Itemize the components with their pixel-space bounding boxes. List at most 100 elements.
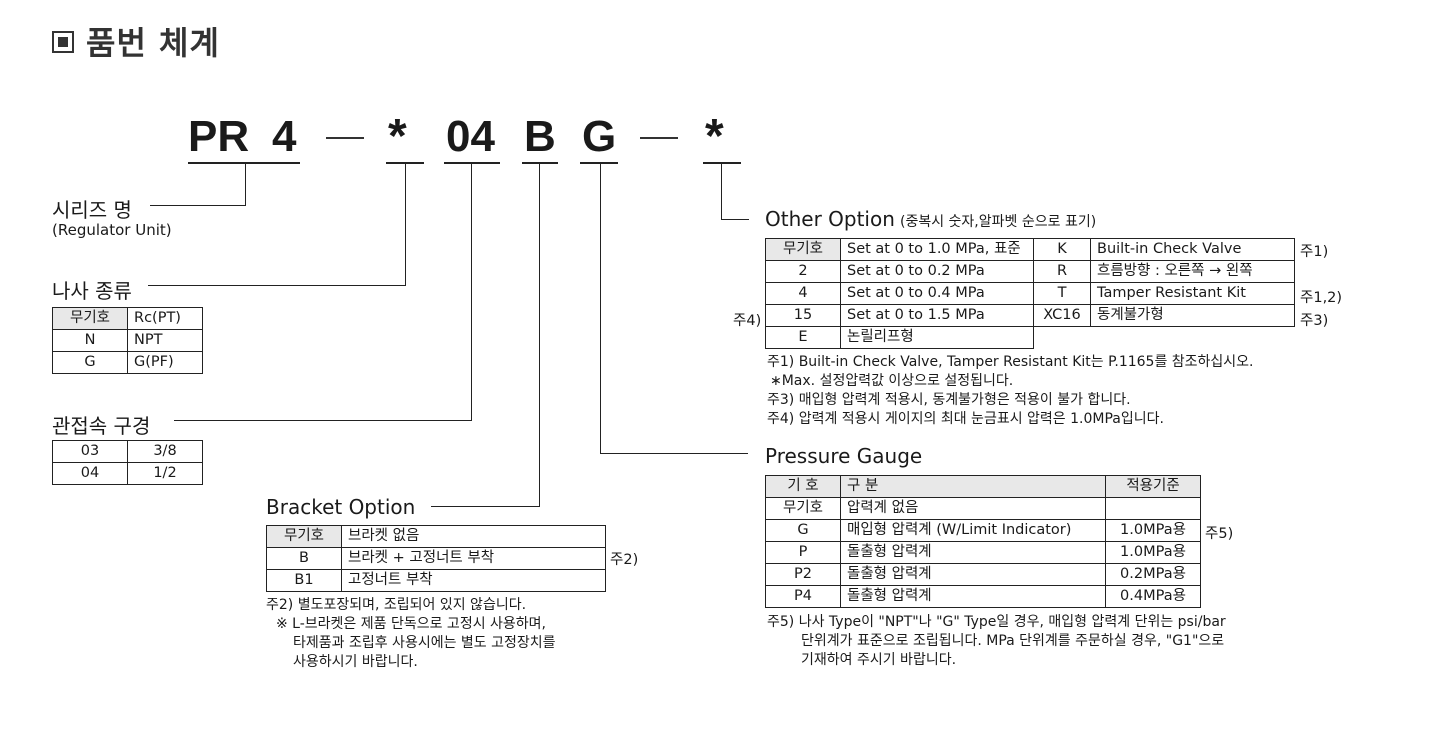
underline-other bbox=[703, 162, 741, 164]
gauge-label: Pressure Gauge bbox=[765, 444, 923, 468]
code-bracket: B bbox=[524, 112, 556, 161]
table-cell: P2 bbox=[765, 563, 841, 586]
leader-line bbox=[600, 453, 748, 454]
leader-line bbox=[431, 506, 540, 507]
table-cell bbox=[1105, 497, 1201, 520]
leader-line bbox=[405, 163, 406, 286]
other-note-ref: 주1,2) bbox=[1300, 290, 1343, 306]
table-cell: 03 bbox=[52, 440, 128, 463]
table-cell: 04 bbox=[52, 462, 128, 485]
table-cell: 무기호 bbox=[52, 307, 128, 330]
other-note: 주1) Built-in Check Valve, Tamper Resista… bbox=[767, 354, 1254, 370]
page-title-text: 품번 체계 bbox=[86, 24, 220, 62]
table-cell: 1.0MPa용 bbox=[1105, 519, 1201, 542]
port-label: 관접속 구경 bbox=[52, 414, 151, 438]
underline-gauge bbox=[580, 162, 618, 164]
table-cell: 돌출형 압력계 bbox=[840, 563, 1106, 586]
bracket-note: 주2) 별도포장되며, 조립되어 있지 않습니다. bbox=[266, 597, 527, 613]
leader-line bbox=[245, 163, 246, 206]
table-cell: 매입형 압력계 (W/Limit Indicator) bbox=[840, 519, 1106, 542]
table-cell: G(PF) bbox=[127, 351, 203, 374]
table-cell: 1/2 bbox=[127, 462, 203, 485]
code-gauge: G bbox=[582, 112, 617, 161]
bracket-label: Bracket Option bbox=[266, 495, 416, 519]
table-cell: XC16 bbox=[1033, 304, 1091, 327]
bracket-note: 타제품과 조립후 사용시에는 별도 고정장치를 bbox=[293, 635, 556, 651]
table-cell: 0.4MPa용 bbox=[1105, 585, 1201, 608]
table-cell: 1.0MPa용 bbox=[1105, 541, 1201, 564]
table-cell: 무기호 bbox=[765, 497, 841, 520]
table-cell bbox=[1090, 326, 1295, 349]
code-port: 04 bbox=[446, 112, 495, 161]
page-title: 품번 체계 bbox=[52, 18, 220, 64]
bracket-note: ※ L-브라켓은 제품 단독으로 고정시 사용하며, bbox=[276, 616, 546, 632]
table-cell: N bbox=[52, 329, 128, 352]
code-thread: * bbox=[388, 110, 407, 163]
table-header: 적용기준 bbox=[1105, 475, 1201, 498]
table-cell: 논릴리프형 bbox=[840, 326, 1034, 349]
table-header: 구 분 bbox=[840, 475, 1106, 498]
bracket-note-ref: 주2) bbox=[610, 552, 639, 568]
other-left-note-ref: 주4) bbox=[733, 313, 762, 329]
table-cell: 동계불가형 bbox=[1090, 304, 1295, 327]
gauge-note: 주5) 나사 Type이 "NPT"나 "G" Type일 경우, 매입형 압력… bbox=[767, 614, 1226, 630]
table-cell: Tamper Resistant Kit bbox=[1090, 282, 1295, 305]
table-cell: E bbox=[765, 326, 841, 349]
gauge-note: 기재하여 주시기 바랍니다. bbox=[801, 652, 957, 668]
table-cell: Rc(PT) bbox=[127, 307, 203, 330]
table-cell: 4 bbox=[765, 282, 841, 305]
series-sub: (Regulator Unit) bbox=[52, 221, 172, 239]
table-cell: 0.2MPa용 bbox=[1105, 563, 1201, 586]
table-cell: 돌출형 압력계 bbox=[840, 585, 1106, 608]
underline-port bbox=[444, 162, 500, 164]
table-cell: B bbox=[266, 547, 342, 570]
table-cell: 3/8 bbox=[127, 440, 203, 463]
table-cell: 2 bbox=[765, 260, 841, 283]
series-label: 시리즈 명 bbox=[52, 198, 132, 222]
table-cell: T bbox=[1033, 282, 1091, 305]
other-note: ∗Max. 설정압력값 이상으로 설정됩니다. bbox=[770, 373, 1014, 389]
table-cell: G bbox=[52, 351, 128, 374]
other-label: Other Option bbox=[765, 207, 895, 231]
table-cell: 15 bbox=[765, 304, 841, 327]
table-cell: Built-in Check Valve bbox=[1090, 238, 1295, 261]
gauge-note: 단위계가 표준으로 조립됩니다. MPa 단위계를 주문하실 경우, "G1"으… bbox=[801, 633, 1225, 649]
code-dash bbox=[640, 137, 678, 139]
table-header: 기 호 bbox=[765, 475, 841, 498]
other-note-ref: 주1) bbox=[1300, 244, 1329, 260]
table-cell: 흐름방향 : 오른쪽 → 왼쪽 bbox=[1090, 260, 1295, 283]
other-note-ref: 주3) bbox=[1300, 313, 1329, 329]
table-cell: P bbox=[765, 541, 841, 564]
square-bullet-icon bbox=[52, 31, 74, 53]
table-cell: B1 bbox=[266, 569, 342, 592]
leader-line bbox=[600, 163, 601, 454]
leader-line bbox=[721, 219, 749, 220]
other-note: 주3) 매입형 압력계 적용시, 동계불가형은 적용이 불가 합니다. bbox=[767, 392, 1131, 408]
table-cell: Set at 0 to 1.0 MPa, 표준 bbox=[840, 238, 1034, 261]
leader-line bbox=[150, 205, 246, 206]
table-cell: 무기호 bbox=[266, 525, 342, 548]
leader-line bbox=[471, 163, 472, 421]
